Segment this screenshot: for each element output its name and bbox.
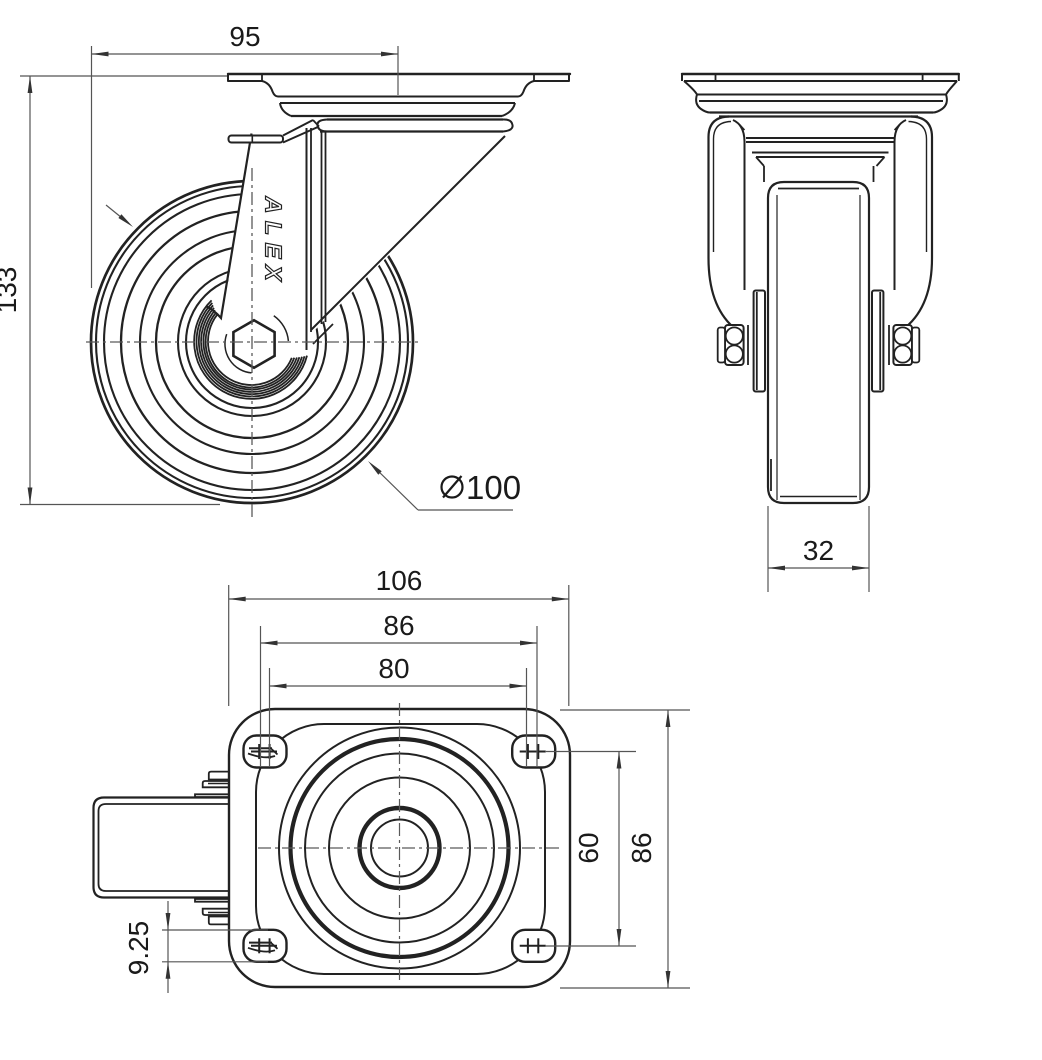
svg-text:100: 100 — [466, 469, 521, 506]
svg-text:106: 106 — [376, 565, 423, 596]
svg-text:L: L — [261, 221, 287, 235]
svg-text:60: 60 — [573, 832, 604, 863]
svg-text:A: A — [261, 196, 287, 214]
svg-text:80: 80 — [378, 653, 409, 684]
svg-text:86: 86 — [626, 832, 657, 863]
svg-text:X: X — [261, 263, 287, 282]
svg-text:86: 86 — [383, 610, 414, 641]
svg-text:9.25: 9.25 — [123, 921, 154, 976]
svg-text:133: 133 — [0, 267, 22, 314]
svg-text:95: 95 — [229, 21, 260, 52]
svg-text:32: 32 — [803, 535, 834, 566]
svg-text:E: E — [261, 243, 287, 260]
